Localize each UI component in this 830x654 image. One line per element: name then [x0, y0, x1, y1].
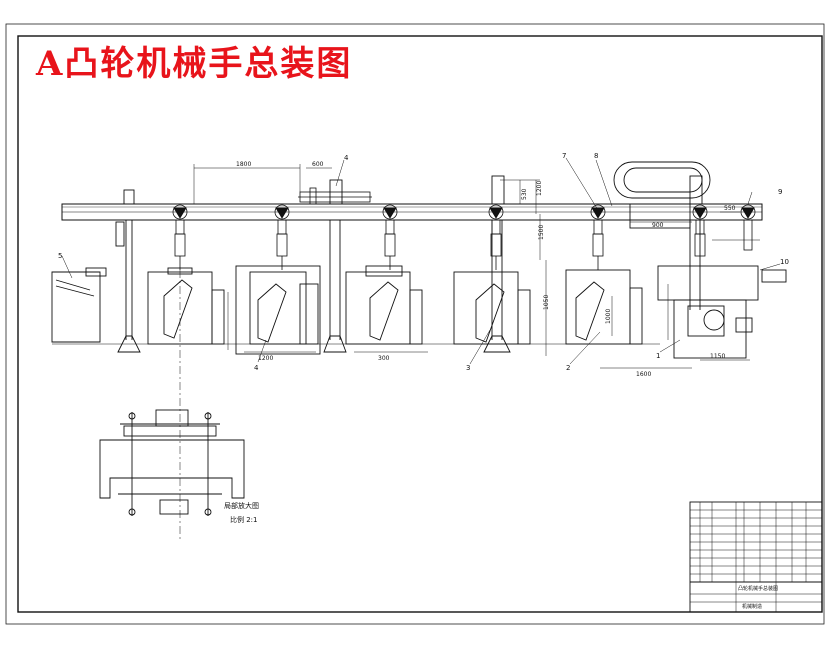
part-label-9: 9: [778, 188, 782, 196]
support-columns: [115, 175, 703, 353]
part-label-4a: 4: [344, 154, 349, 162]
drawing-title: A凸轮机械手总装图: [36, 44, 353, 84]
dim-900: 900: [652, 222, 664, 229]
title-block-drawing-name: 凸轮机械手总装图: [738, 585, 778, 592]
title-block: [689, 501, 823, 613]
manipulator-arms: [172, 204, 756, 270]
dim-550: 550: [724, 205, 736, 212]
dim-600: 600: [312, 161, 324, 168]
dim-1200b: 1200: [258, 355, 273, 362]
machine-stations: [51, 265, 787, 359]
part-label-4b: 4: [254, 364, 259, 372]
dim-1000: 1000: [605, 309, 612, 324]
main-rail: [61, 203, 763, 221]
part-label-7: 7: [562, 152, 566, 160]
detail-scale: 比例 2:1: [230, 515, 258, 524]
inner-border: [17, 35, 823, 613]
part-label-3: 3: [466, 364, 470, 372]
dim-1200: 1200: [536, 181, 543, 196]
part-label-8: 8: [594, 152, 598, 160]
outer-border: [5, 23, 825, 625]
dim-1800: 1800: [236, 161, 251, 168]
leader-lines: [61, 157, 781, 365]
part-label-5: 5: [58, 252, 62, 260]
dim-1150: 1150: [710, 353, 725, 360]
title-block-company: 机械制造: [742, 603, 762, 610]
belt-loop: [613, 161, 711, 229]
dimension-lines: [193, 164, 760, 369]
part-label-2: 2: [566, 364, 570, 372]
detail-view: [99, 409, 245, 516]
drive-cylinder: [298, 187, 372, 205]
dim-1600: 1600: [636, 371, 651, 378]
part-label-10: 10: [780, 258, 789, 266]
dim-1500: 1500: [538, 225, 545, 240]
dim-530: 530: [521, 188, 528, 200]
dim-1050: 1050: [543, 295, 550, 310]
part-label-1: 1: [656, 352, 660, 360]
dim-300: 300: [378, 355, 390, 362]
detail-caption: 局部放大图: [224, 501, 259, 510]
